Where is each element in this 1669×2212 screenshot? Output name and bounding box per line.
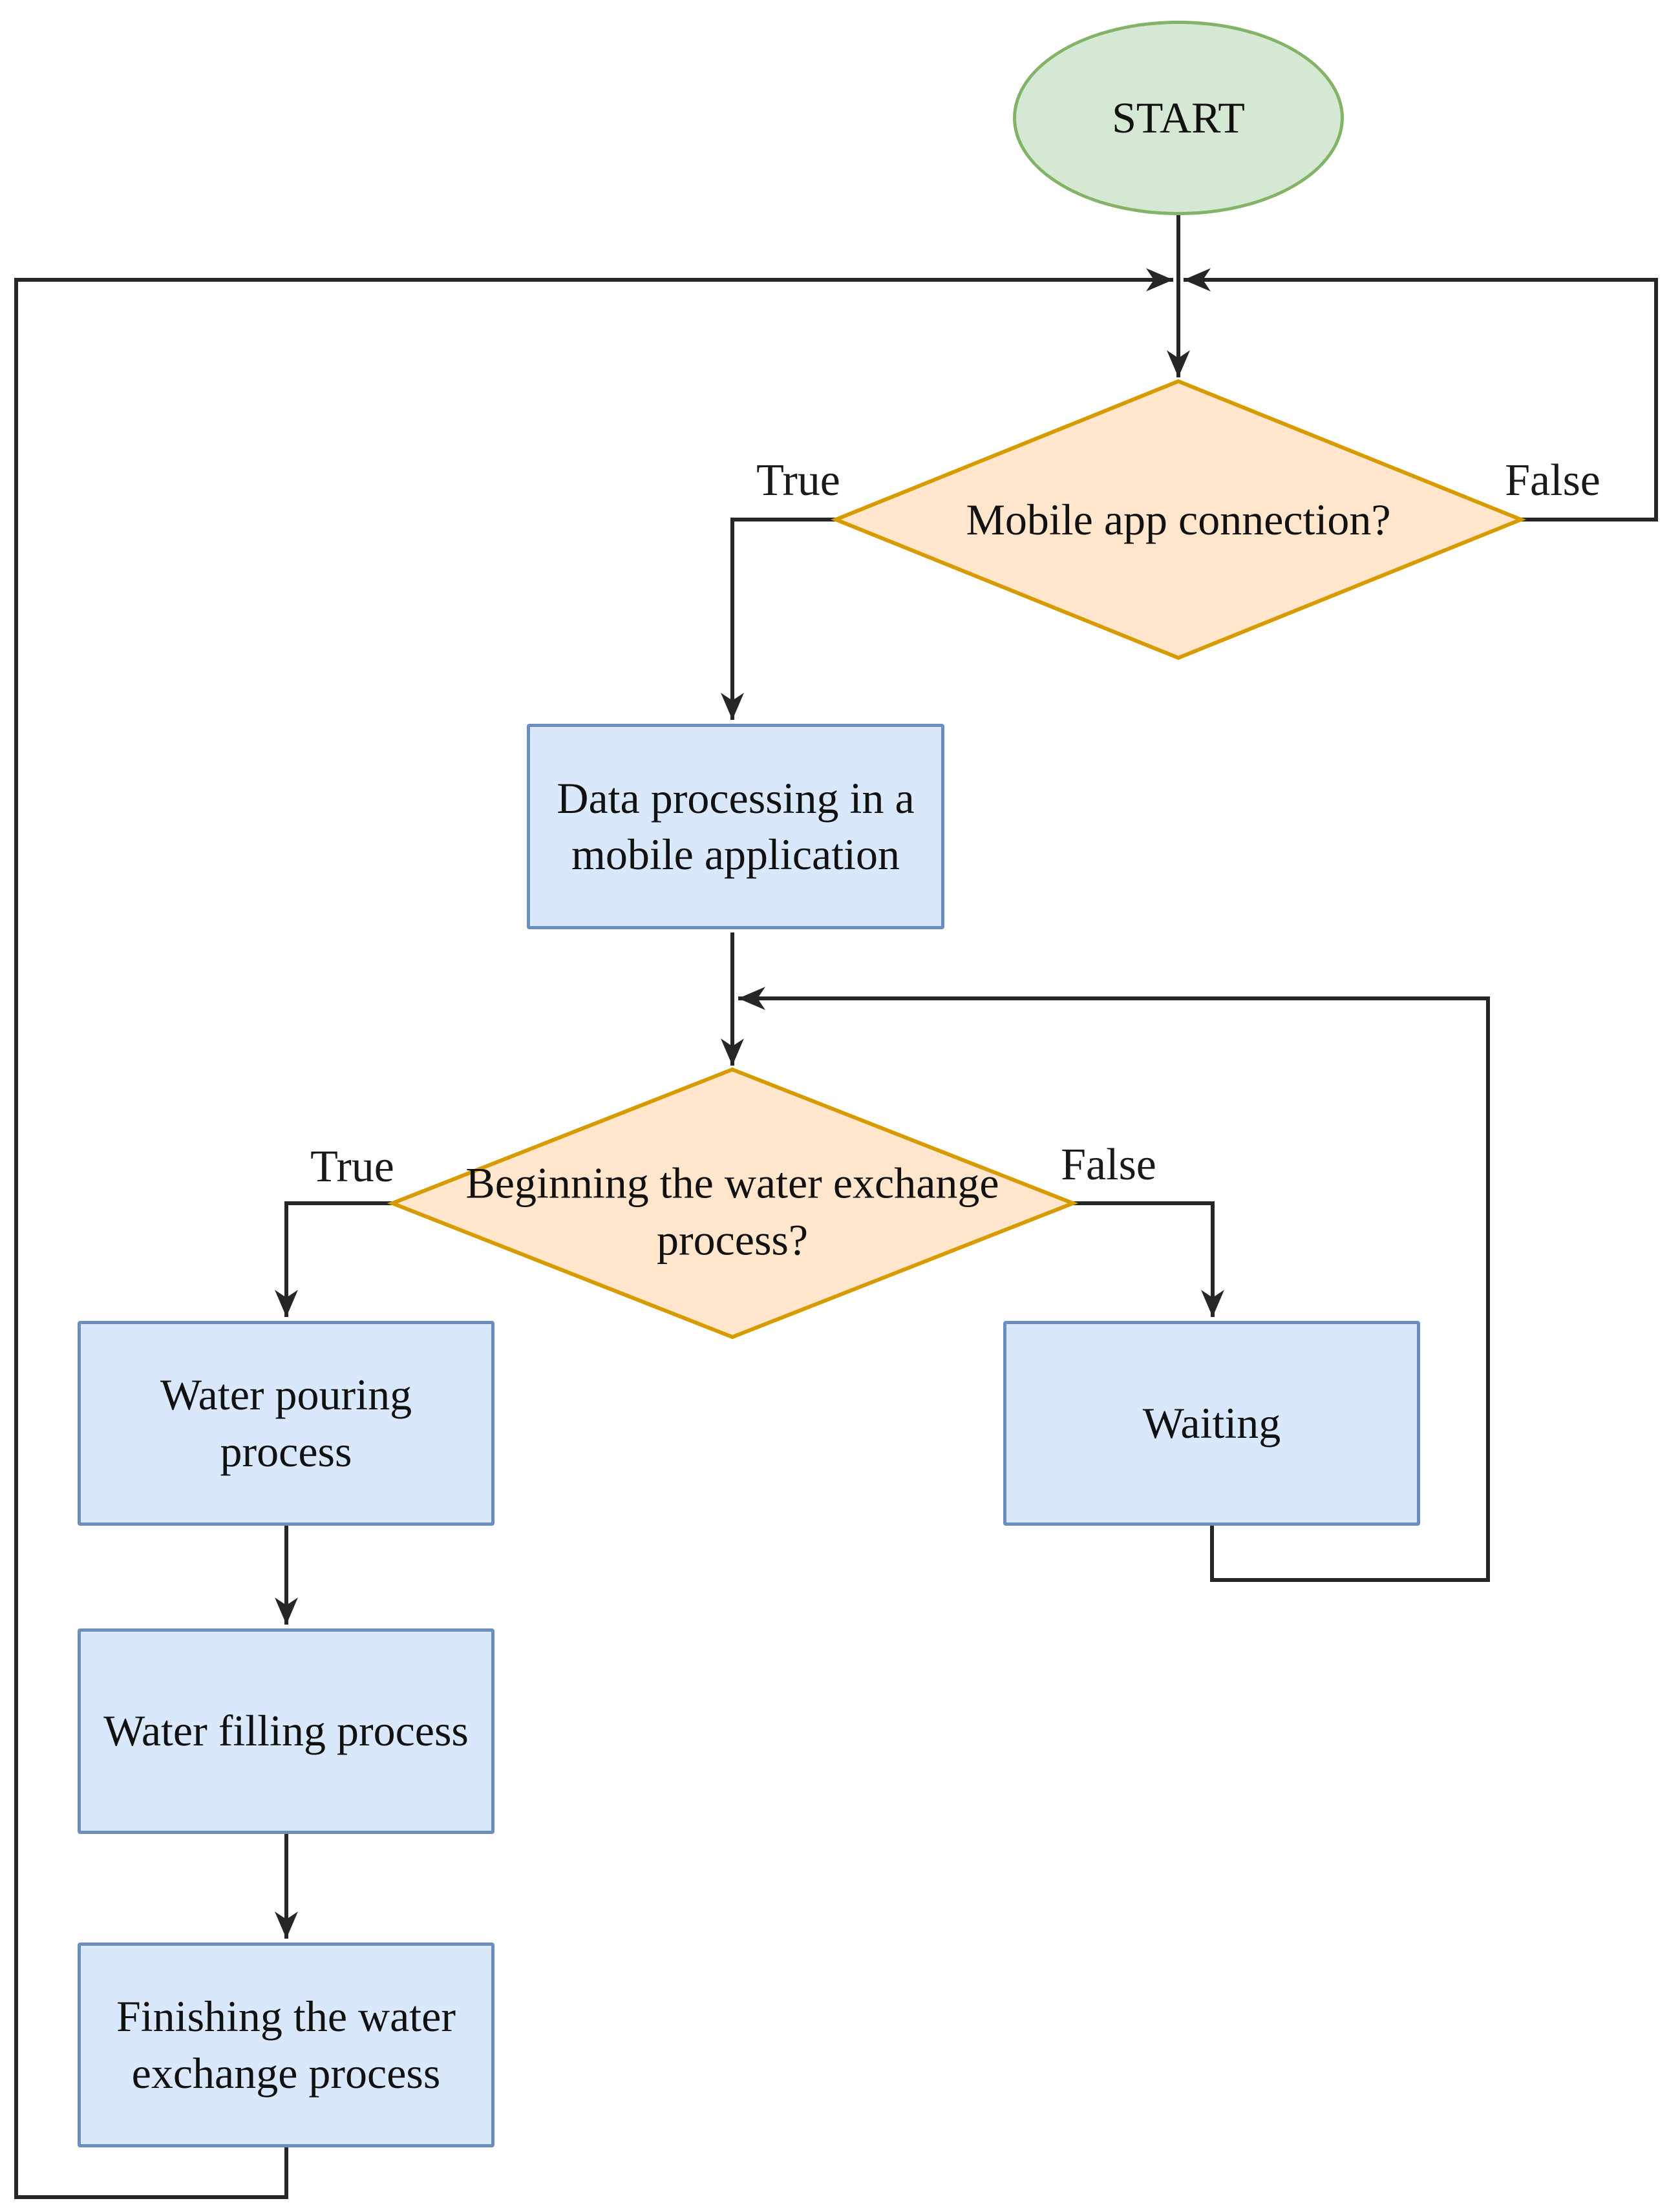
node-finishing: Finishing the water exchange process xyxy=(78,1943,494,2147)
decision-water-exchange-shape xyxy=(387,1067,1079,1340)
node-water-pouring: Water pouring process xyxy=(78,1321,494,1526)
edge-label-exchange-true: True xyxy=(310,1142,394,1192)
node-data-processing-label: Data processing in a mobile application xyxy=(557,773,915,879)
node-start: START xyxy=(1013,21,1344,215)
node-data-processing: Data processing in a mobile application xyxy=(527,724,944,929)
node-waiting-label: Waiting xyxy=(1142,1398,1281,1448)
decision-mobile-connection-label: Mobile app connection? xyxy=(966,494,1391,544)
edge-mobile-false-return-loop xyxy=(1184,268,1658,521)
edge-waiting-return-loop xyxy=(738,987,1490,1582)
node-start-label: START xyxy=(1112,92,1245,142)
decision-water-exchange-label: Beginning the water exchange process? xyxy=(465,1158,999,1265)
node-water-pouring-label: Water pouring process xyxy=(160,1370,412,1476)
node-finishing-label: Finishing the water exchange process xyxy=(116,1992,456,2098)
edge-label-mobile-true: True xyxy=(756,456,840,505)
edge-label-mobile-false: False xyxy=(1505,456,1600,505)
edge-exchange-true-to-water-pouring xyxy=(275,1201,392,1317)
edge-mobile-true-to-data-processing xyxy=(721,518,836,720)
edge-outer-loop-finishing-to-junction xyxy=(14,268,1173,2199)
edge-exchange-false-to-waiting xyxy=(1073,1201,1224,1317)
node-water-filling-label: Water filling process xyxy=(103,1706,469,1756)
edge-label-exchange-false: False xyxy=(1061,1140,1156,1190)
node-water-filling: Water filling process xyxy=(78,1628,494,1834)
decision-mobile-connection-shape xyxy=(830,379,1527,660)
node-waiting: Waiting xyxy=(1003,1321,1420,1526)
